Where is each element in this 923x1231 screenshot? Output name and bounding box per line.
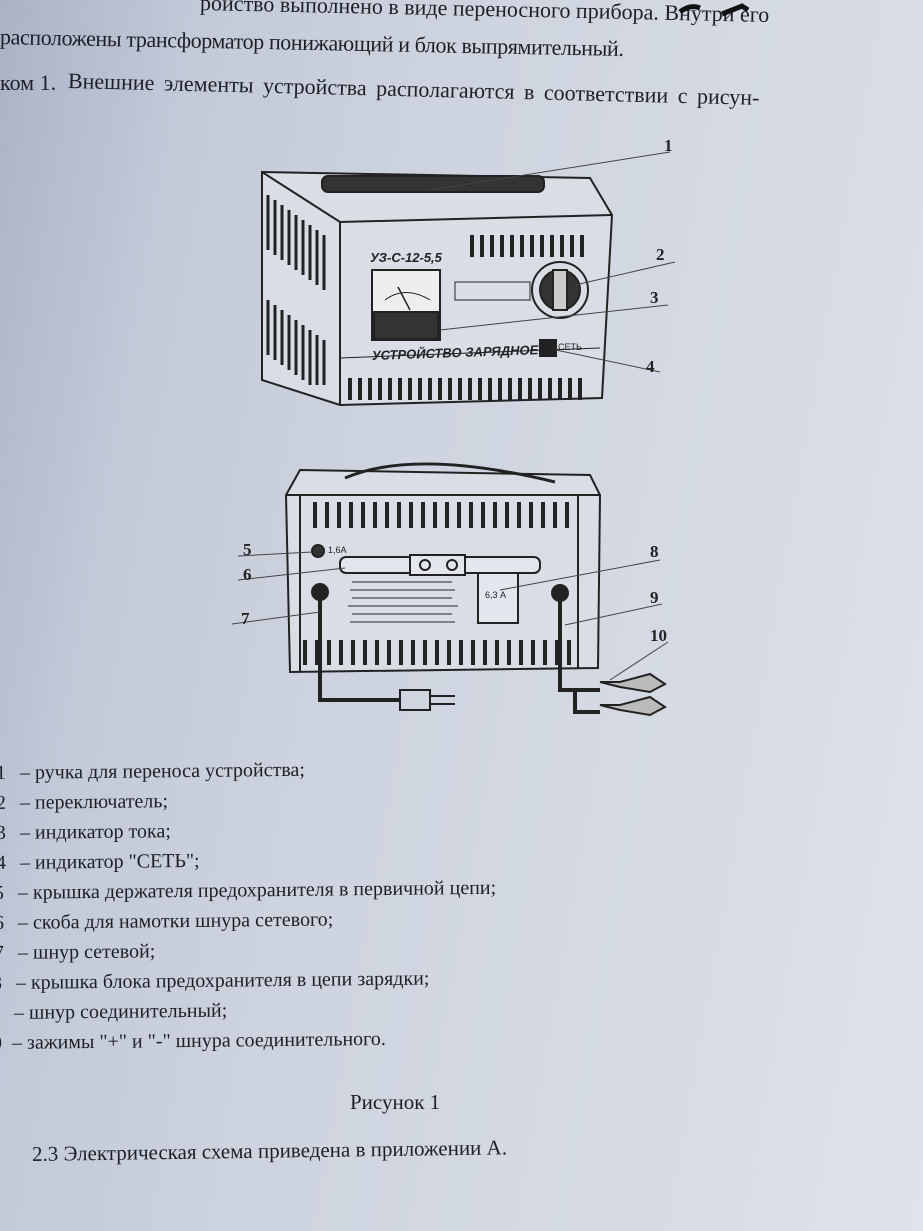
legend-item: 6 – скоба для намотки шнура сетевого; — [0, 909, 333, 935]
legend-num: 2 — [0, 791, 7, 815]
legend-text: – индикатор "СЕТЬ"; — [19, 849, 200, 874]
carry-handle — [321, 175, 545, 193]
primary-fuse-cap — [311, 544, 325, 558]
callout-7: 7 — [241, 609, 250, 628]
callout-1: 1 — [664, 136, 673, 155]
legend-item: 8 – крышка блока предохранителя в цепи за… — [0, 968, 430, 995]
legend-text: – индикатор тока; — [19, 820, 171, 844]
connecting-cord — [558, 593, 600, 714]
rear-view-device — [284, 462, 667, 717]
legend-text: – шнур сетевой; — [17, 940, 156, 964]
callout-2: 2 — [656, 245, 665, 264]
legend-text: – зажимы "+" и "-" шнура соединительного… — [11, 1027, 386, 1054]
legend-num: 7 — [0, 941, 5, 965]
primary-fuse-rating: 1,6А — [328, 545, 347, 555]
legend-num: 6 — [0, 911, 5, 935]
legend-num: 5 — [0, 881, 5, 905]
marker-scribble — [678, 3, 750, 17]
network-label: СЕТЬ — [558, 342, 582, 352]
legend-item: 7 – шнур сетевой; — [0, 940, 155, 965]
callout-3: 3 — [650, 288, 659, 307]
power-cord — [318, 592, 400, 702]
charge-fuse-cap — [477, 572, 519, 624]
callout-6: 6 — [243, 565, 252, 584]
clamps — [599, 672, 667, 717]
legend-item: 10 – зажимы "+" и "-" шнура соединительно… — [0, 1028, 386, 1055]
charge-fuse-rating: 6,3 А — [485, 590, 506, 600]
paragraph-line-4: ком 1. — [0, 70, 57, 95]
legend-item: 2 – переключатель; — [0, 790, 168, 815]
model-label: УЗ-С-12-5,5 — [370, 250, 443, 265]
legend-text: – шнур соединительный; — [13, 999, 228, 1024]
legend-num: 3 — [0, 821, 7, 845]
power-plug — [399, 689, 455, 711]
legend-item: 3 – индикатор тока; — [0, 820, 171, 845]
legend-num: 10 — [0, 1031, 3, 1055]
legend-num: 4 — [0, 851, 7, 875]
callout-5: 5 — [243, 540, 252, 559]
callout-numbers: 1 2 3 4 5 6 7 8 9 10 — [241, 136, 673, 645]
legend-text: – переключатель; — [19, 790, 169, 814]
device-name-label: УСТРОЙСТВО ЗАРЯДНОЕ — [372, 341, 539, 363]
legend-text: – ручка для переноса устройства; — [19, 758, 305, 784]
figure-caption: Рисунок 1 — [350, 1090, 441, 1114]
legend-text: – крышка держателя предохранителя в перв… — [17, 876, 497, 904]
legend-item: 9– шнур соединительный; — [0, 1000, 227, 1025]
legend-text: – крышка блока предохранителя в цепи зар… — [15, 967, 430, 994]
legend-item: 1 – ручка для переноса устройства; — [0, 759, 305, 785]
callout-10: 10 — [650, 626, 667, 645]
rear-handle — [344, 462, 556, 484]
legend-num: 8 — [0, 971, 3, 995]
legend-item: 4 – индикатор "СЕТЬ"; — [0, 850, 200, 875]
legend-text: – скоба для намотки шнура сетевого; — [17, 908, 334, 934]
front-view-device — [261, 170, 614, 407]
switch-knob — [531, 261, 589, 319]
network-indicator — [539, 339, 557, 357]
legend-num: 1 — [0, 761, 7, 785]
callout-4: 4 — [646, 357, 655, 376]
callout-9: 9 — [650, 588, 659, 607]
callout-8: 8 — [650, 542, 659, 561]
